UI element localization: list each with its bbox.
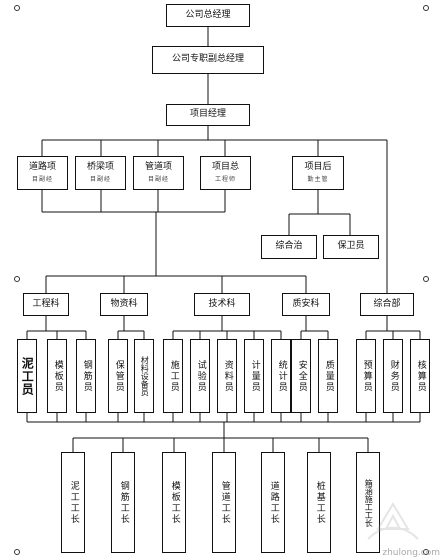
node-dept-quality-safety: 质安科 xyxy=(282,293,330,316)
resize-handle-middle-left[interactable] xyxy=(14,276,20,282)
node-role-construction: 施工员 xyxy=(163,339,183,413)
resize-handle-middle-right[interactable] xyxy=(423,276,429,282)
node-role-test: 试验员 xyxy=(190,339,210,413)
node-role-measure: 计量员 xyxy=(244,339,264,413)
watermark-text: zhulong.com xyxy=(382,548,440,558)
node-general-manager: 公司总经理 xyxy=(166,4,250,27)
resize-handle-top-left[interactable] xyxy=(14,5,20,11)
node-foreman-mud: 泥工工长 xyxy=(61,452,85,553)
node-security: 保卫员 xyxy=(323,235,379,259)
node-dept-engineering: 工程科 xyxy=(23,293,69,316)
node-dept-technical: 技术科 xyxy=(194,293,250,316)
node-role-data: 资料员 xyxy=(217,339,237,413)
resize-handle-bottom-left[interactable] xyxy=(14,549,20,555)
node-project-manager: 项目经理 xyxy=(166,104,250,126)
node-role-quality: 质量员 xyxy=(318,339,338,413)
node-foreman-road: 道路工长 xyxy=(261,452,285,553)
node-role-storekeeper: 保管员 xyxy=(108,339,128,413)
node-role-mud: 泥工员 xyxy=(17,339,37,413)
node-foreman-culvert: 箱涵施工工长 xyxy=(356,452,380,553)
resize-handle-bottom-right[interactable] xyxy=(423,549,429,555)
node-chief-engineer: 项目总工程师 xyxy=(200,156,251,190)
node-role-material-equipment: 材料设备员 xyxy=(134,339,154,413)
node-role-rebar: 钢筋员 xyxy=(76,339,96,413)
node-role-finance: 财务员 xyxy=(383,339,403,413)
node-role-safety: 安全员 xyxy=(291,339,311,413)
node-foreman-pile: 桩基工长 xyxy=(307,452,331,553)
node-role-budget: 预算员 xyxy=(356,339,376,413)
node-foreman-pipe: 管道工长 xyxy=(212,452,236,553)
node-pipe-vice-manager: 管道项目副经 xyxy=(133,156,184,190)
node-role-accounting: 核算员 xyxy=(410,339,430,413)
node-general-affairs: 综合治 xyxy=(261,235,317,259)
node-bridge-vice-manager: 桥梁项目副经 xyxy=(75,156,126,190)
node-dept-general: 综合部 xyxy=(360,293,414,316)
node-dept-materials: 物资科 xyxy=(100,293,148,316)
node-role-stats: 统计员 xyxy=(271,339,291,413)
watermark-logo-icon xyxy=(367,502,419,540)
node-role-formwork: 模板员 xyxy=(47,339,67,413)
node-foreman-rebar: 钢筋工长 xyxy=(111,452,135,553)
node-vice-general-manager: 公司专职副总经理 xyxy=(152,46,264,74)
resize-handle-top-right[interactable] xyxy=(423,5,429,11)
connector-lines xyxy=(26,27,421,452)
node-road-vice-manager: 道路项目副经 xyxy=(17,156,68,190)
node-logistics-manager: 项目后勤主管 xyxy=(292,156,344,190)
node-foreman-formwork: 模板工长 xyxy=(162,452,186,553)
